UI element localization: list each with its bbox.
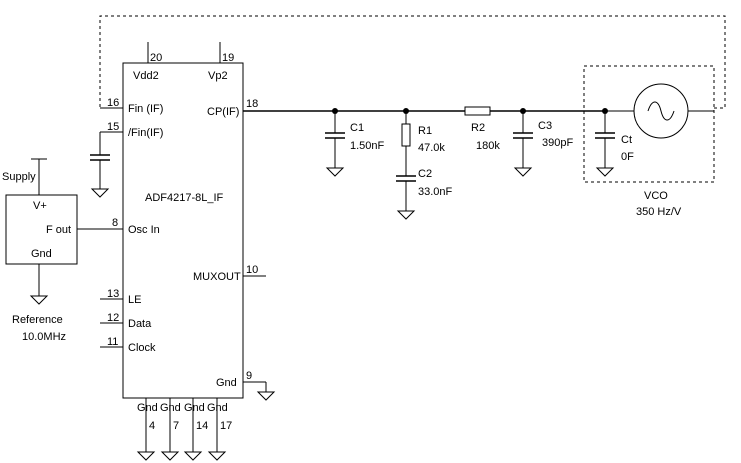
pin-gnd9-label: Gnd — [216, 377, 237, 389]
r2-value: 180k — [476, 140, 500, 152]
pin-gnd14-number: 14 — [196, 420, 208, 432]
c1-value: 1.50nF — [350, 140, 385, 152]
c3-name: C3 — [538, 120, 552, 132]
pin-gnd14-label: Gnd — [184, 402, 205, 414]
ground-symbol — [136, 451, 156, 461]
pin-vdd2-number: 20 — [150, 52, 162, 64]
ground-symbol — [513, 167, 533, 177]
ground-symbol — [256, 391, 276, 401]
r2-name: R2 — [471, 122, 485, 134]
reference-vplus-label: V+ — [33, 200, 47, 212]
pin-gnd7-number: 7 — [173, 420, 179, 432]
pin-gnd4-number: 4 — [149, 420, 155, 432]
r1-value: 47.0k — [418, 142, 445, 154]
pin-vp2-label: Vp2 — [208, 70, 228, 82]
c3-value: 390pF — [542, 137, 573, 149]
r2-resistor — [464, 106, 491, 116]
c2-name: C2 — [418, 168, 432, 180]
reference-oscillator-box — [5, 194, 78, 265]
pin-oscin-label: Osc In — [128, 224, 160, 236]
c2-value: 33.0nF — [418, 186, 453, 198]
reference-gnd-label: Gnd — [31, 248, 52, 260]
pin-oscin-number: 8 — [112, 217, 118, 229]
pin-le-label: LE — [128, 294, 141, 306]
chip-body — [122, 62, 244, 399]
pin-vp2-number: 19 — [222, 52, 234, 64]
reference-fout-label: F out — [46, 224, 71, 236]
ground-symbol — [396, 210, 416, 220]
ground-symbol — [595, 167, 615, 177]
r1-name: R1 — [418, 125, 432, 137]
pin-cp-label: CP(IF) — [207, 106, 239, 118]
pin-gnd4-label: Gnd — [137, 402, 158, 414]
reference-name: Reference — [12, 314, 63, 326]
feedback-loop-path — [99, 15, 726, 109]
pin-muxout-label: MUXOUT — [193, 271, 241, 283]
sine-wave-icon — [647, 101, 675, 121]
pin-clock-number: 11 — [107, 336, 118, 348]
ground-symbol — [325, 167, 345, 177]
pin-finb-number: 15 — [107, 121, 119, 133]
pin-clock-label: Clock — [128, 342, 156, 354]
ground-symbol — [90, 188, 110, 198]
supply-label: Supply — [2, 171, 36, 183]
pin-gnd9-number: 9 — [246, 370, 252, 382]
pin-fin-number: 16 — [107, 97, 119, 109]
pin-finb-label: /Fin(IF) — [128, 127, 163, 139]
ground-symbol — [183, 451, 203, 461]
ct-name: Ct — [621, 134, 632, 146]
ground-symbol — [207, 451, 227, 461]
ground-symbol — [160, 451, 180, 461]
pin-data-number: 12 — [107, 312, 119, 324]
pin-muxout-number: 10 — [246, 264, 258, 276]
ground-symbol — [29, 295, 49, 305]
pin-data-label: Data — [128, 318, 152, 330]
vco-gain: 350 Hz/V — [636, 206, 682, 218]
vco-name: VCO — [644, 190, 668, 202]
vco-dashed-box — [583, 65, 715, 183]
pin-cp-number: 18 — [246, 98, 258, 110]
ct-value: 0F — [621, 151, 634, 163]
pin-fin-label: Fin (IF) — [128, 103, 163, 115]
c1-name: C1 — [350, 122, 364, 134]
pin-vdd2-label: Vdd2 — [133, 70, 159, 82]
reference-frequency: 10.0MHz — [22, 331, 66, 343]
chip-name: ADF4217-8L_IF — [145, 192, 224, 204]
pin-gnd17-number: 17 — [220, 420, 232, 432]
pin-le-number: 13 — [107, 288, 119, 300]
r1-resistor — [401, 123, 411, 147]
